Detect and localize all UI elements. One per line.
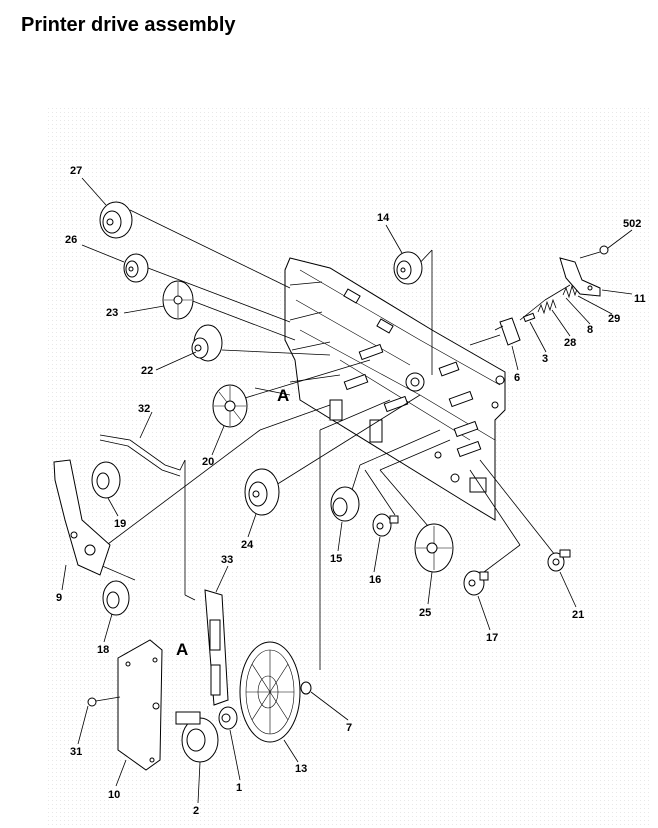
callout-leaders [61, 177, 633, 804]
gear-21 [547, 549, 571, 572]
callout-15: 15 [330, 553, 342, 565]
callout-26: 26 [65, 234, 77, 246]
view-marker-a-top: A [277, 386, 289, 405]
bracket-11 [559, 257, 601, 297]
callout-21: 21 [572, 609, 584, 621]
gear-19 [91, 461, 121, 499]
callout-6: 6 [514, 372, 520, 384]
callout-28: 28 [564, 337, 576, 349]
callout-2: 2 [193, 805, 199, 817]
callout-11: 11 [634, 293, 646, 305]
bracket-10 [117, 639, 163, 771]
spring-29 [562, 284, 579, 299]
lever-33 [204, 589, 229, 706]
gear-22 [191, 324, 223, 362]
gear-14 [393, 251, 423, 285]
screw-502 [579, 245, 609, 259]
gear-17 [463, 570, 489, 596]
callout-10: 10 [108, 789, 120, 801]
callout-13: 13 [295, 763, 307, 775]
pinion-1 [218, 706, 238, 730]
callout-17: 17 [486, 632, 498, 644]
callout-19: 19 [114, 518, 126, 530]
spring-32 [99, 434, 186, 477]
callout-24: 24 [241, 539, 254, 551]
motor-2 [175, 711, 219, 763]
clutch-6 [494, 317, 521, 346]
gear-16 [372, 513, 399, 537]
spring-28 [537, 298, 557, 315]
callout-16: 16 [369, 574, 381, 586]
callout-22: 22 [141, 365, 153, 377]
callout-1: 1 [236, 782, 242, 794]
gear-20 [212, 384, 248, 428]
washer-7 [300, 681, 312, 695]
callout-labels: 27 26 23 22 20 32 19 9 18 24 33 14 502 1… [56, 165, 646, 817]
gear-24 [244, 468, 280, 516]
view-marker-a-bottom: A [176, 640, 188, 659]
callout-9: 9 [56, 592, 62, 604]
screw-31 [87, 696, 121, 707]
callout-27: 27 [70, 165, 82, 177]
callout-25: 25 [419, 607, 431, 619]
callout-7: 7 [346, 722, 352, 734]
page-title: Printer drive assembly [21, 14, 236, 36]
gear-18 [102, 580, 130, 616]
callout-32: 32 [138, 403, 150, 415]
callout-20: 20 [202, 456, 214, 468]
drive-frame [284, 257, 506, 521]
gear-25 [414, 523, 454, 573]
gear-27 [99, 201, 133, 239]
callout-31: 31 [70, 746, 82, 758]
callout-3: 3 [542, 353, 548, 365]
gear-26 [123, 253, 149, 283]
gear-23 [162, 280, 194, 320]
callout-18a: 18 [97, 644, 109, 656]
callout-14: 14 [377, 212, 390, 224]
callout-502: 502 [623, 218, 641, 230]
pin-3 [522, 312, 536, 323]
main-gear-13 [239, 641, 301, 743]
gear-15 [330, 486, 360, 522]
callout-33: 33 [221, 554, 233, 566]
callout-8: 8 [587, 324, 593, 336]
arm-9 [53, 459, 111, 576]
callout-29: 29 [608, 313, 620, 325]
callout-23: 23 [106, 307, 118, 319]
